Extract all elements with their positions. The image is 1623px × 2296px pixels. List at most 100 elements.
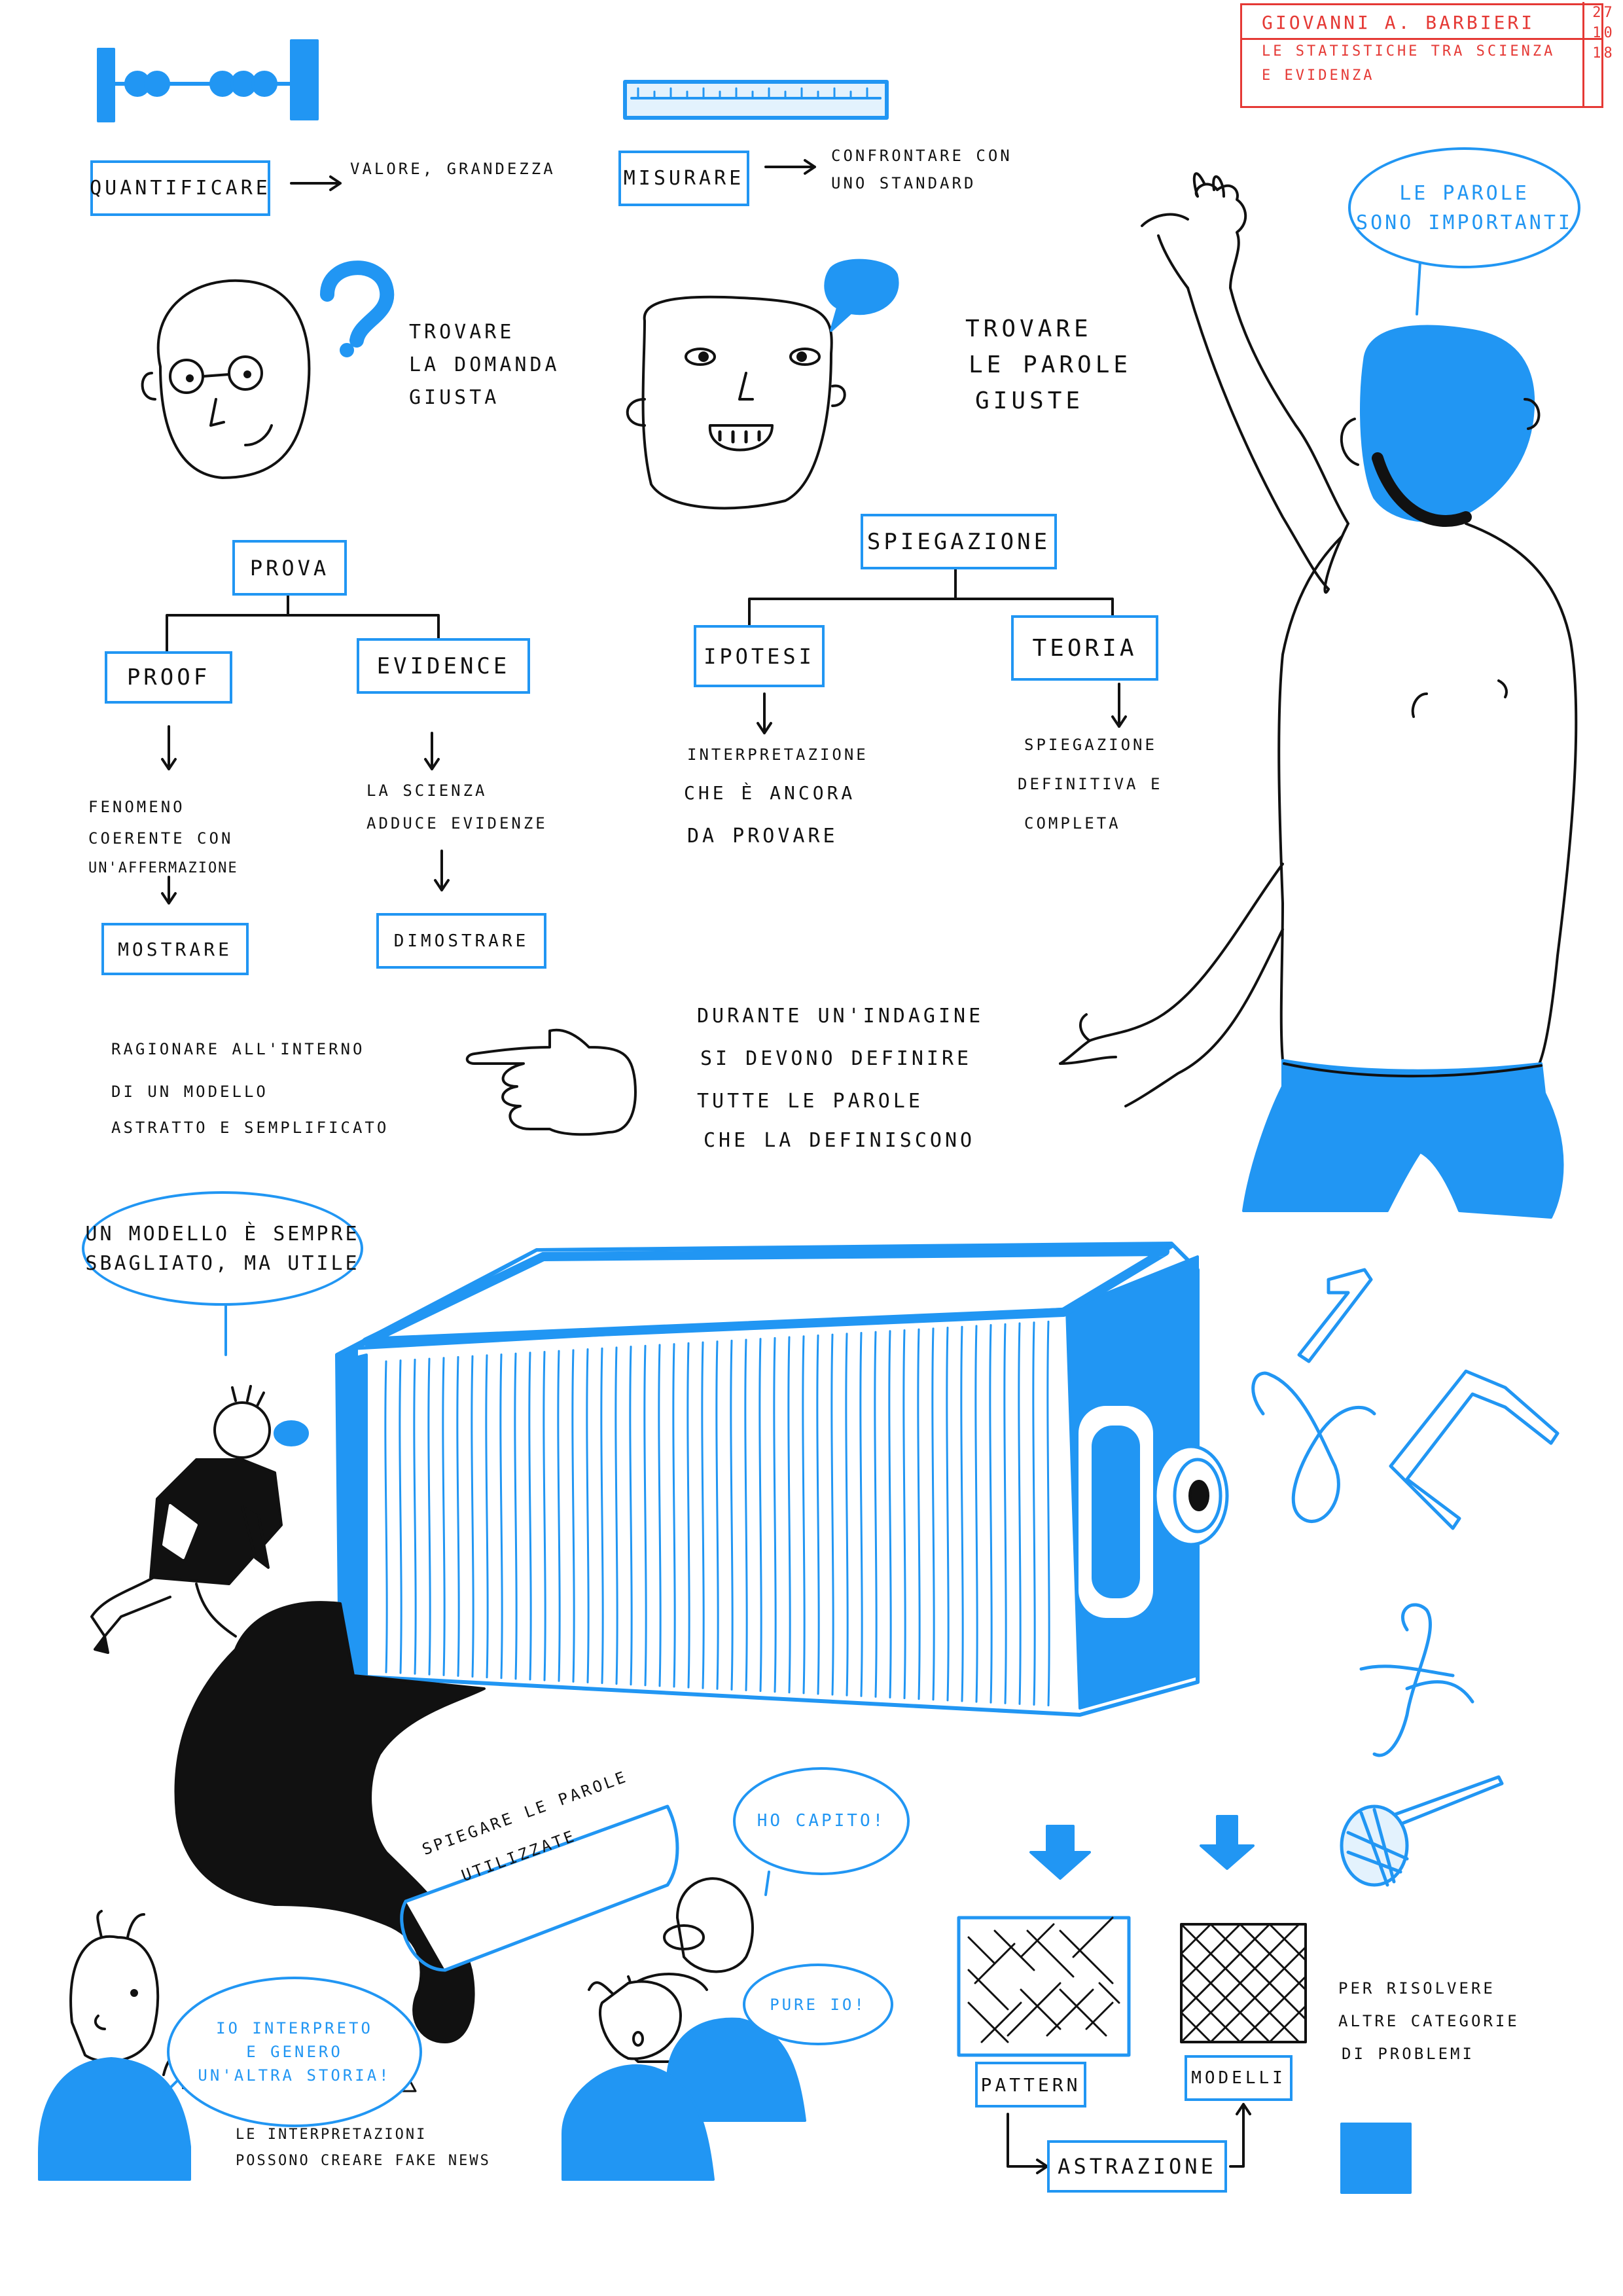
ipotesi-desc-line1: interpretazione [687, 745, 868, 764]
book-page-line [456, 1355, 460, 1677]
abacus-icon [97, 39, 319, 122]
book-page-line [816, 1334, 820, 1695]
investigation-line2: si devono definire [700, 1047, 972, 1070]
me-too-text: Pure io! [770, 1995, 866, 2014]
book-page-line [485, 1354, 489, 1679]
teoria-desc-line3: completa [1024, 814, 1121, 833]
words-line1: Trovare [965, 315, 1092, 342]
investigation-line4: che la definiscono [704, 1129, 976, 1152]
other-problems-line1: Per risolvere [1338, 1979, 1495, 1998]
abstract-symbols [1251, 1268, 1560, 1757]
photographer-figure-illustration [90, 1385, 309, 1654]
words-line3: giuste [975, 387, 1084, 414]
model-grid [1180, 1923, 1307, 2043]
header-title-line1: Le statistiche tra scienza [1262, 43, 1556, 60]
thinking-head-icon [141, 260, 395, 479]
book-page-line [730, 1339, 734, 1691]
book-page-line [600, 1347, 604, 1684]
book-page-line [442, 1357, 446, 1676]
book-page-line [773, 1336, 777, 1693]
action-mostrare: Mostrare [101, 923, 249, 975]
book-page-line [687, 1342, 690, 1689]
ink-shadow [174, 1601, 486, 2043]
measure-result-line1: confrontare con [831, 147, 1012, 165]
speech-words-line2: sono importanti [1356, 211, 1573, 234]
book-page-line [471, 1355, 474, 1678]
tree-root-prova: Prova [232, 540, 347, 596]
ipotesi-desc-line2: che è ancora [684, 782, 856, 804]
measure-box: Misurare [618, 151, 749, 206]
book-page-line [902, 1329, 906, 1700]
book-page-line [845, 1333, 849, 1696]
book-page-line [701, 1341, 705, 1689]
speech-bubble-me-too: Pure io! [743, 1964, 893, 2045]
blue-square [1340, 2123, 1412, 2194]
model-bubble-line1: Un modello è sempre [85, 1222, 360, 1246]
speech-bubble-words: Le parole sono importanti [1348, 147, 1580, 268]
book-page-line [399, 1359, 402, 1674]
other-problems-line3: di problemi [1342, 2045, 1474, 2063]
abstraction-box: Astrazione [1047, 2140, 1227, 2193]
interpret-line1: Io interpreto [216, 2019, 373, 2037]
models-box: Modelli [1185, 2055, 1293, 2101]
quantify-result: valore, grandezza [350, 160, 556, 178]
evidence-desc-line2: adduce evidenze [366, 814, 548, 833]
book-page-line [672, 1343, 676, 1688]
question-line1: Trovare [409, 321, 515, 344]
book-page-line [643, 1344, 647, 1687]
warning-line2: possono creare fake news [236, 2153, 491, 2169]
interpret-line3: un'altra storia! [198, 2066, 391, 2085]
book-page-line [427, 1357, 431, 1676]
book-page-line [974, 1325, 978, 1703]
other-problems-line2: altre categorie [1338, 2012, 1520, 2030]
book-page-line [758, 1338, 762, 1693]
tree-node-ipotesi: Ipotesi [694, 625, 825, 687]
pattern-box: Pattern [975, 2062, 1086, 2108]
speech-words-line1: Le parole [1399, 181, 1529, 205]
investigation-line1: Durante un'indagine [697, 1005, 984, 1028]
reasoning-line2: di un modello [111, 1083, 268, 1101]
header-box: Giovanni A. Barbieri Le statistiche tra … [1240, 2, 1603, 108]
teoria-desc-line1: spiegazione [1024, 736, 1157, 754]
header-author: Giovanni A. Barbieri [1262, 12, 1535, 33]
down-arrow-icon [1029, 1825, 1091, 1880]
reasoning-line1: Ragionare all'interno [111, 1040, 365, 1058]
interpreting-person-illustration [38, 1910, 191, 2181]
butterfly-net-icon [1340, 1775, 1504, 1887]
model-bubble-line2: sbagliato, ma utile [85, 1251, 360, 1275]
listening-people-illustration [562, 1877, 806, 2181]
book-page-line [586, 1348, 590, 1683]
book-page-line [384, 1360, 388, 1674]
tree-node-teoria: Teoria [1011, 615, 1158, 681]
speaking-head-icon [626, 259, 899, 510]
book-page-line [543, 1350, 546, 1681]
interpret-line2: e genero [246, 2043, 343, 2061]
measure-result-line2: uno standard [831, 174, 976, 192]
book-page-line [931, 1327, 935, 1701]
down-arrow-icon [1200, 1815, 1255, 1870]
question-line3: giusta [409, 386, 500, 409]
date-month: 10 [1592, 24, 1615, 41]
words-line2: le parole [969, 351, 1132, 378]
book-page-line [989, 1324, 993, 1704]
book-page-line [528, 1352, 532, 1681]
book-page-line [1003, 1323, 1007, 1704]
book-page-line [615, 1346, 618, 1685]
book-page-line [514, 1352, 518, 1680]
ipotesi-desc-line3: da provare [687, 825, 838, 848]
proof-desc-line1: Fenomeno [88, 798, 185, 816]
speech-bubble-understood: Ho capito! [733, 1767, 910, 1875]
book-page-line [917, 1328, 921, 1700]
understood-text: Ho capito! [757, 1811, 886, 1831]
tree-node-proof: Proof [105, 651, 232, 704]
book-page-line [557, 1350, 561, 1682]
book-page-line [787, 1336, 791, 1694]
date-day: 27 [1592, 5, 1615, 21]
warning-line1: Le interpretazioni [236, 2126, 427, 2143]
evidence-desc-line1: la scienza [366, 781, 488, 800]
book-page-line [571, 1349, 575, 1683]
book-page-line [658, 1344, 662, 1687]
header-date: 27 10 18 [1586, 3, 1622, 82]
pointing-hand-icon [465, 1028, 637, 1136]
